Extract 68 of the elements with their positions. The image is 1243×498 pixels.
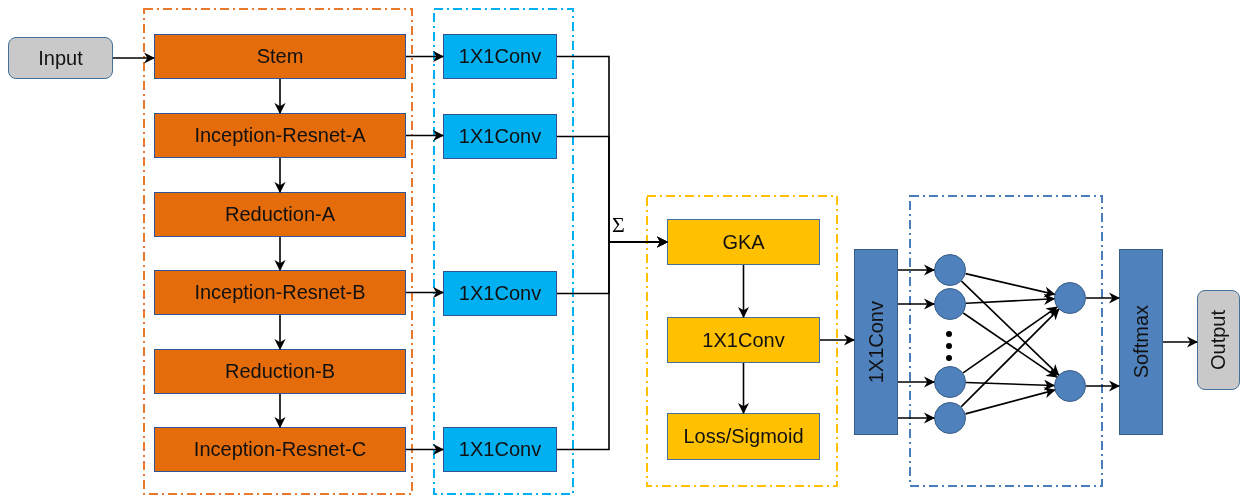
- arrow: [405, 443, 445, 456]
- node-label: Output: [1207, 309, 1230, 370]
- input-box: [8, 37, 113, 79]
- arrow: [274, 157, 286, 194]
- arrow: [737, 264, 750, 319]
- node-label: 1X1Conv: [702, 328, 785, 352]
- process-box: [667, 317, 820, 363]
- layer-bar: [854, 249, 898, 435]
- node-label: Inception-Resnet-C: [193, 438, 367, 461]
- process-box: [154, 192, 406, 237]
- node-label: Reduction-A: [224, 203, 336, 226]
- process-box: [154, 427, 406, 472]
- arrow: [964, 272, 1056, 298]
- node-label: Inception-Resnet-A: [194, 124, 366, 147]
- process-box: [154, 270, 406, 315]
- arrow: [965, 379, 1056, 391]
- conv-box: [443, 114, 557, 159]
- process-box: [154, 113, 406, 158]
- arrow: [405, 50, 445, 63]
- process-box: [154, 34, 406, 79]
- arrow: [1085, 292, 1121, 304]
- arrow: [274, 314, 286, 351]
- arrow: [1162, 336, 1199, 348]
- node-label: Reduction-B: [224, 360, 336, 383]
- arrow: [960, 308, 1060, 408]
- arrow: [274, 78, 286, 115]
- arrow: [897, 298, 936, 310]
- neuron-circle: [934, 288, 966, 320]
- arrow: [556, 236, 669, 451]
- node-label: Input: [38, 46, 83, 70]
- conv-box: [443, 34, 557, 79]
- conv-box: [443, 271, 557, 316]
- arrow: [897, 412, 936, 424]
- neuron-circle: [934, 254, 966, 286]
- neuron-circle: [1054, 370, 1086, 402]
- output-box: [1197, 290, 1240, 390]
- node-label: Inception-Resnet-B: [194, 281, 366, 304]
- arrow: [897, 376, 936, 388]
- arrow: [819, 334, 856, 346]
- node-label: Stem: [256, 45, 304, 68]
- arrow: [405, 129, 445, 142]
- arrow: [897, 264, 936, 276]
- node-label: 1X1Conv: [458, 125, 542, 148]
- node-label: 1X1Conv: [458, 45, 542, 68]
- arrow: [737, 362, 750, 415]
- layer-bar: [1119, 249, 1163, 435]
- node-label: Softmax: [1129, 305, 1153, 379]
- arrow: [965, 293, 1056, 305]
- process-box: [667, 219, 820, 265]
- arrow: [960, 280, 1060, 376]
- node-label: 1X1Conv: [458, 438, 542, 461]
- arrow: [274, 236, 286, 272]
- node-label: GKA: [722, 230, 765, 254]
- neuron-circle: [934, 366, 966, 398]
- arrow: [1085, 380, 1121, 392]
- arrow: [964, 387, 1056, 415]
- process-box: [667, 413, 820, 460]
- sum-symbol: Σ: [612, 212, 625, 238]
- node-label: 1X1Conv: [458, 282, 542, 305]
- node-label: 1X1Conv: [864, 300, 888, 384]
- neuron-circle: [934, 402, 966, 434]
- conv-box: [443, 427, 557, 472]
- arrow: [112, 52, 156, 64]
- node-label: Loss/Sigmoid: [683, 425, 804, 448]
- arrow: [405, 286, 445, 299]
- neuron-circle: [1054, 282, 1086, 314]
- arrow: [274, 393, 286, 429]
- process-box: [154, 349, 406, 394]
